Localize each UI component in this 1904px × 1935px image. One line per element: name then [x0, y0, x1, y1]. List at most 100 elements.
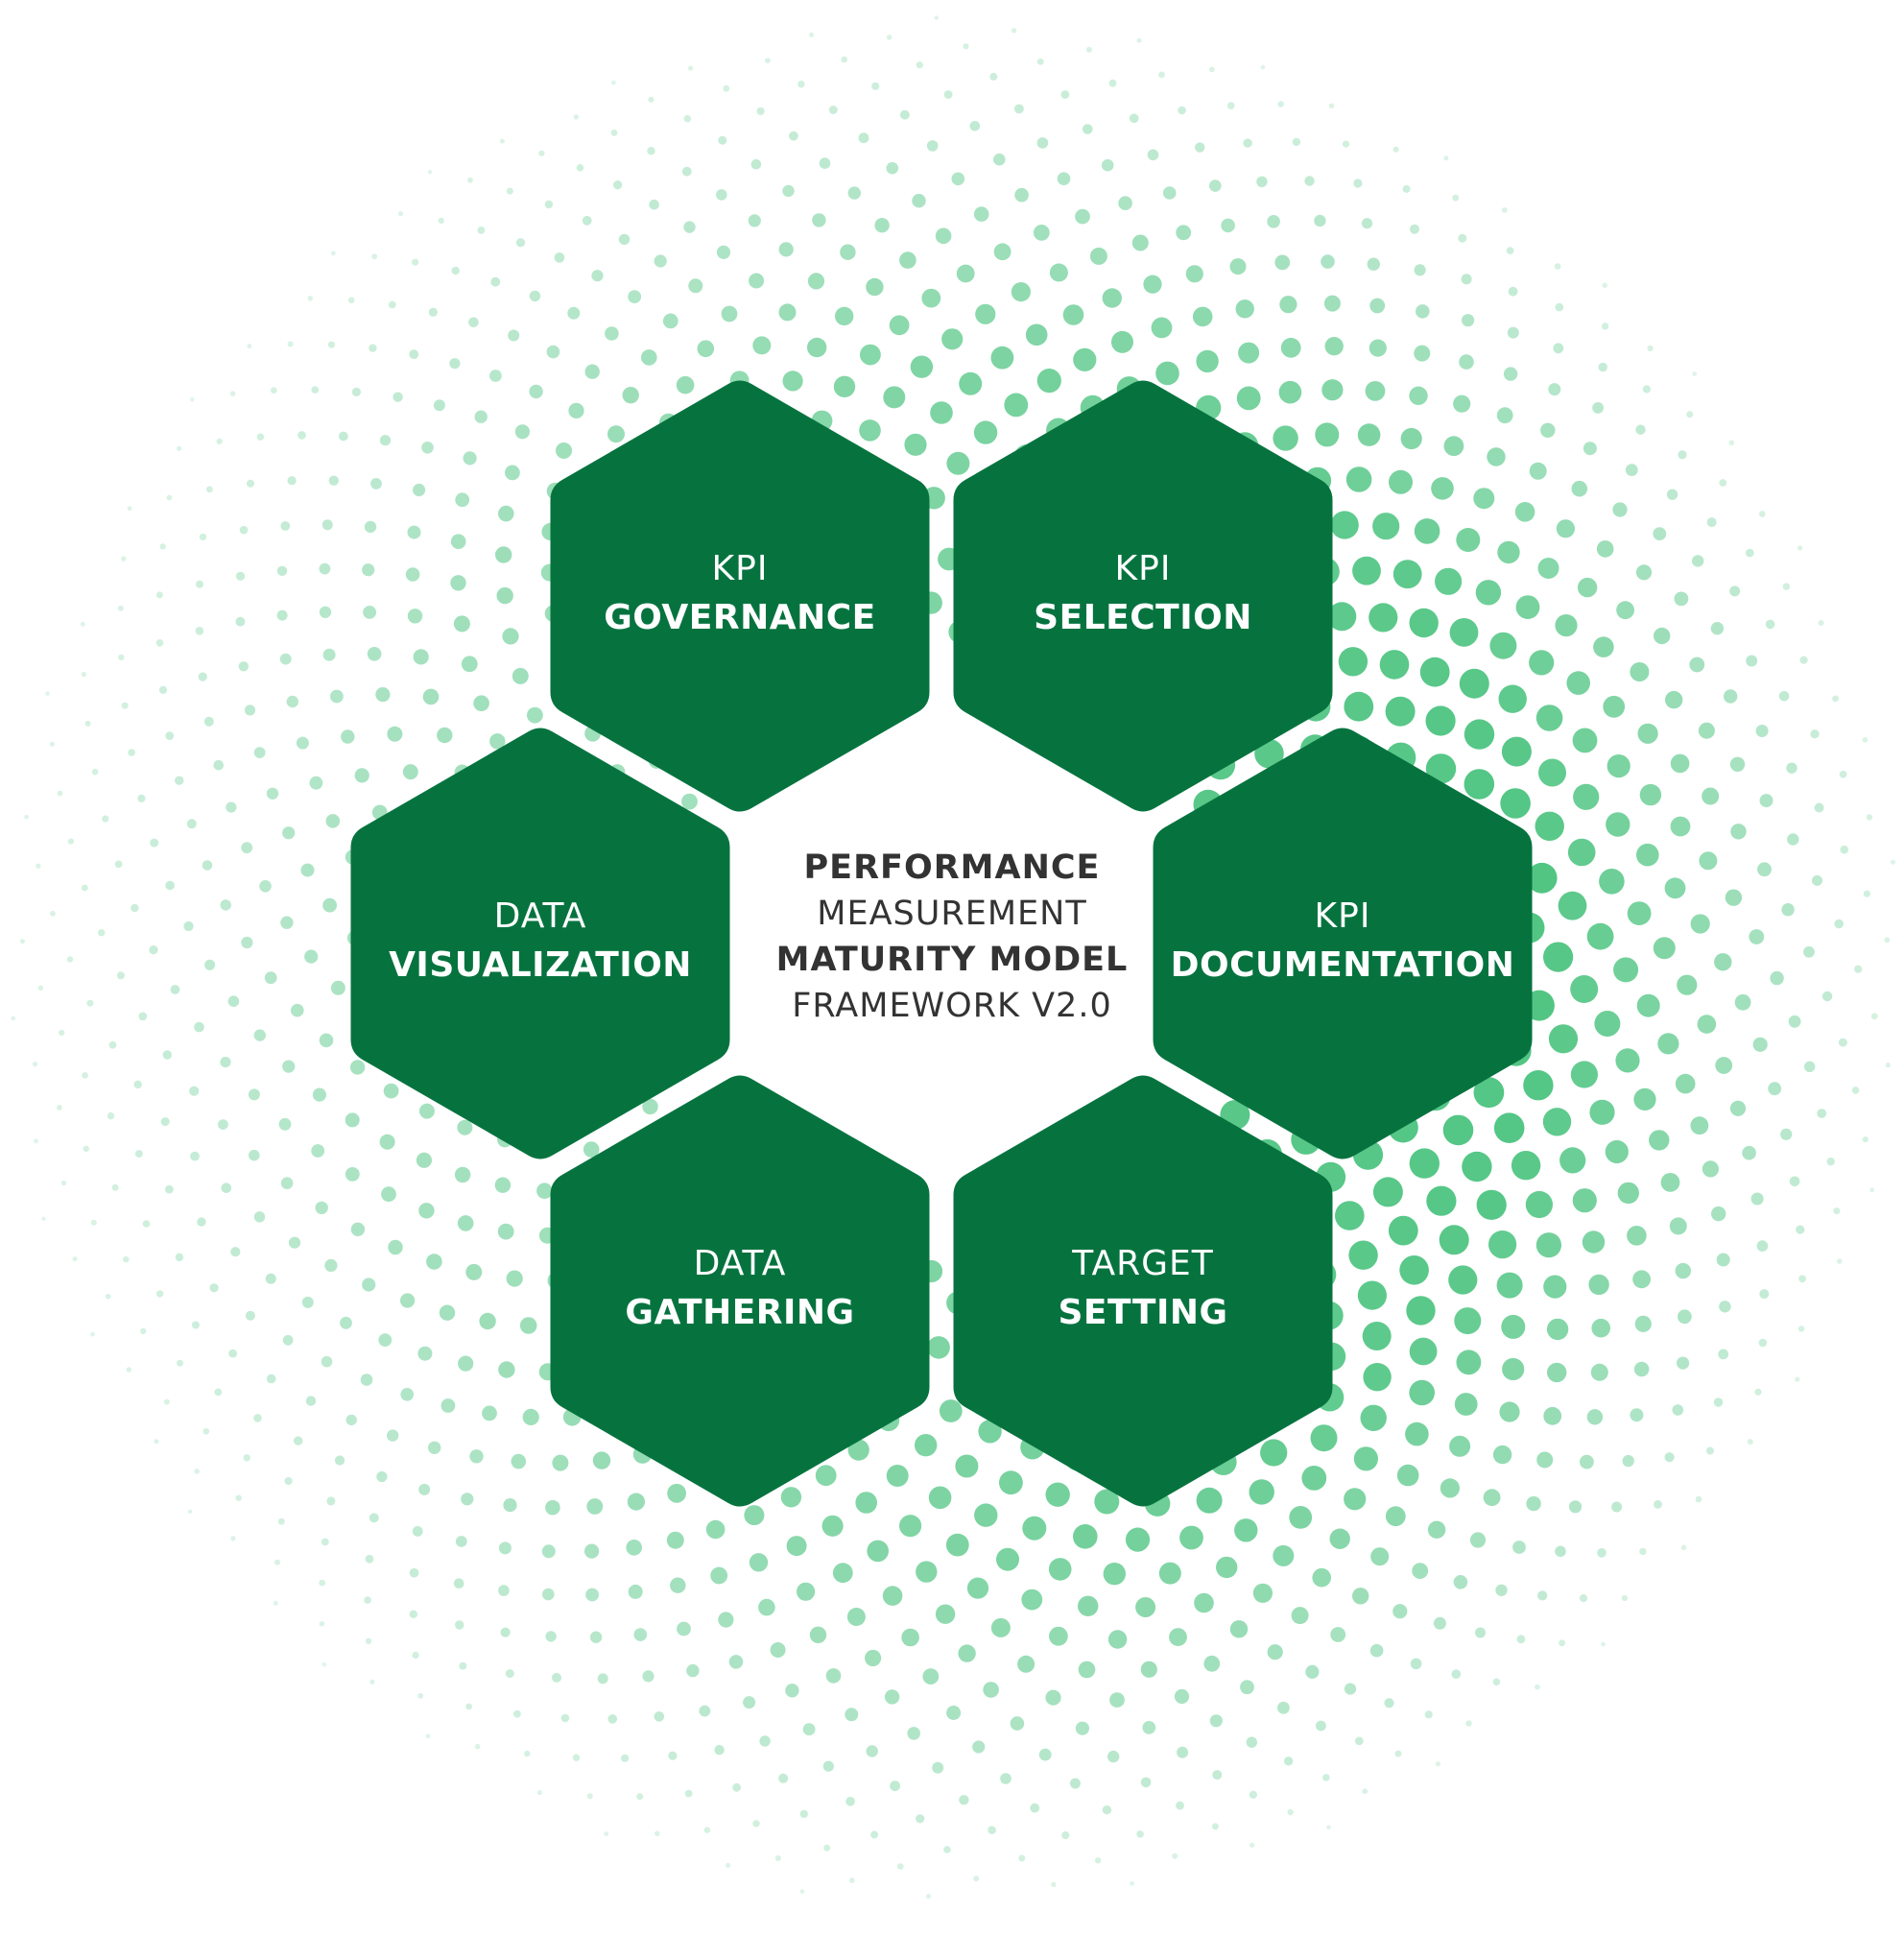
halftone-dot — [774, 1855, 781, 1861]
halftone-dot — [1765, 619, 1775, 630]
halftone-dot — [912, 194, 926, 208]
halftone-dot — [412, 1651, 419, 1660]
halftone-dot — [1616, 601, 1634, 620]
halftone-dot — [524, 1750, 531, 1757]
halftone-dot — [934, 15, 940, 20]
halftone-dot — [1570, 975, 1599, 1003]
halftone-dot — [866, 1745, 878, 1757]
halftone-dot — [1379, 650, 1410, 680]
halftone-dot — [321, 1355, 333, 1368]
halftone-dot — [684, 1789, 693, 1798]
halftone-dot — [1107, 1750, 1120, 1763]
halftone-dot — [238, 661, 249, 672]
halftone-dot — [1409, 1337, 1438, 1366]
halftone-dot — [409, 1610, 417, 1619]
halftone-dot — [1405, 1421, 1429, 1446]
halftone-dot — [1749, 929, 1765, 944]
halftone-dot — [489, 370, 502, 382]
halftone-dot — [718, 1612, 734, 1628]
halftone-dot — [305, 1396, 317, 1406]
halftone-dot — [1465, 1720, 1472, 1727]
halftone-dot — [1706, 1446, 1714, 1455]
halftone-dot — [1487, 447, 1506, 466]
halftone-dot — [963, 43, 969, 50]
halftone-dot — [1464, 769, 1495, 800]
halftone-dot — [309, 776, 323, 790]
halftone-dot — [345, 1414, 357, 1426]
halftone-dot — [993, 243, 1012, 261]
halftone-dot — [1686, 411, 1694, 418]
halftone-dot — [1060, 90, 1070, 99]
halftone-dot — [951, 172, 965, 186]
halftone-dot — [1292, 137, 1301, 147]
halftone-dot — [1750, 1192, 1764, 1206]
halftone-dot — [586, 1498, 604, 1515]
halftone-dot — [1238, 342, 1260, 364]
halftone-dot — [1431, 477, 1454, 500]
halftone-dot — [828, 106, 838, 114]
halftone-dot — [1327, 602, 1357, 632]
halftone-dot — [1601, 322, 1609, 330]
halftone-dot — [1746, 548, 1754, 558]
halftone-dot — [554, 252, 565, 263]
halftone-dot — [668, 1751, 678, 1760]
halftone-dot — [1140, 1660, 1157, 1678]
halftone-dot — [697, 340, 715, 358]
halftone-dot — [1021, 1589, 1043, 1611]
halftone-dot — [797, 1582, 816, 1601]
halftone-dot — [1353, 179, 1363, 188]
halftone-dot — [1075, 1721, 1089, 1735]
halftone-dot — [253, 1029, 266, 1041]
halftone-dot — [1759, 794, 1773, 808]
halftone-dot — [1036, 369, 1061, 394]
halftone-dot — [1492, 1678, 1501, 1686]
halftone-dot — [1833, 1207, 1841, 1215]
halftone-dot — [576, 164, 584, 172]
halftone-dot — [166, 494, 173, 501]
halftone-dot — [1235, 299, 1254, 319]
halftone-dot — [1493, 1112, 1525, 1143]
halftone-dot — [1548, 1024, 1579, 1054]
halftone-dot — [1692, 371, 1698, 376]
halftone-dot — [1473, 1077, 1505, 1109]
halftone-dot — [846, 1608, 866, 1626]
halftone-dot — [1094, 1489, 1120, 1515]
halftone-dot — [433, 399, 445, 412]
halftone-dot — [1719, 1301, 1731, 1313]
halftone-dot — [189, 1086, 200, 1096]
halftone-dot — [1669, 1217, 1687, 1235]
halftone-dot — [626, 1540, 642, 1556]
halftone-dot — [1439, 1225, 1469, 1255]
halftone-dot — [1630, 662, 1650, 681]
halftone-dot — [778, 242, 794, 257]
halftone-dot — [405, 567, 420, 582]
halftone-dot — [1706, 517, 1717, 528]
halftone-dot — [1554, 263, 1561, 270]
halftone-dot — [1555, 614, 1578, 637]
halftone-dot — [1870, 1013, 1878, 1020]
halftone-dot — [371, 253, 378, 260]
halftone-dot — [1454, 1307, 1482, 1335]
halftone-dot — [458, 1355, 474, 1372]
halftone-dot — [450, 534, 466, 549]
halftone-dot — [351, 387, 361, 396]
halftone-dot — [321, 519, 333, 531]
halftone-dot — [1797, 545, 1803, 551]
halftone-dot — [1062, 304, 1084, 325]
halftone-dot — [1142, 1721, 1156, 1734]
halftone-dot — [1435, 567, 1463, 595]
halftone-dot — [1742, 1145, 1756, 1160]
halftone-dot — [915, 1434, 938, 1457]
halftone-dot — [241, 842, 253, 854]
halftone-dot — [1459, 354, 1474, 370]
halftone-dot — [1229, 1620, 1249, 1638]
halftone-dot — [277, 1517, 285, 1525]
halftone-dot — [1670, 816, 1691, 837]
halftone-dot — [1799, 656, 1808, 664]
halftone-dot — [1125, 1527, 1151, 1552]
halftone-dot — [782, 370, 803, 392]
halftone-dot — [1425, 705, 1456, 736]
halftone-dot — [1798, 1275, 1806, 1283]
halftone-dot — [1033, 225, 1050, 241]
